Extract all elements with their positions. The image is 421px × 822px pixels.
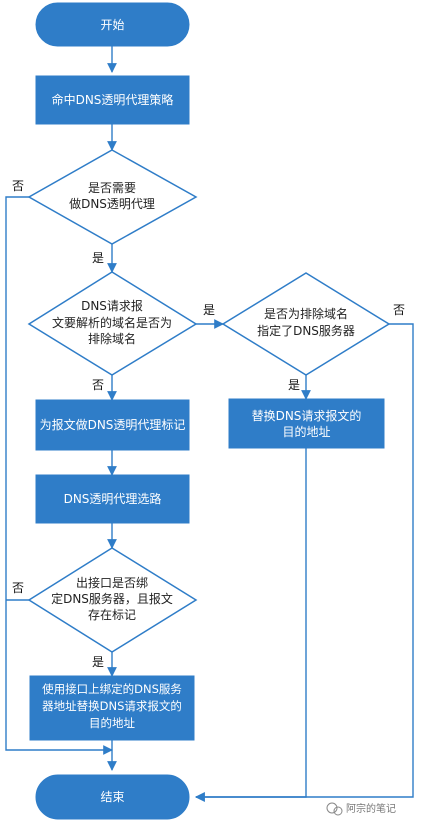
label-iface-bound-yes: 是 xyxy=(92,655,104,669)
domain-excluded-decision: DNS请求报 文要解析的域名是否为 排除域名 xyxy=(27,271,198,376)
wechat-icon xyxy=(326,802,338,814)
use-iface-line-1: 使用接口上绑定的DNS服务 xyxy=(42,682,182,696)
use-iface-line-3: 目的地址 xyxy=(89,716,135,730)
edge-server-no xyxy=(195,323,414,802)
route-label: DNS透明代理选路 xyxy=(64,491,162,506)
hit-policy-label: 命中DNS透明代理策略 xyxy=(52,92,174,107)
label-need-proxy-yes: 是 xyxy=(92,251,104,265)
hit-policy-node: 命中DNS透明代理策略 xyxy=(35,75,190,125)
iface-bound-line-3: 存在标记 xyxy=(88,608,136,622)
mark-node: 为报文做DNS透明代理标记 xyxy=(35,399,190,451)
excluded-server-line-2: 指定了DNS服务器 xyxy=(257,323,355,338)
replace-dest-line-2: 目的地址 xyxy=(282,424,330,439)
start-node: 开始 xyxy=(35,2,190,47)
excluded-server-decision: 是否为排除域名 指定了DNS服务器 xyxy=(221,272,391,376)
domain-excluded-line-2: 文要解析的域名是否为 xyxy=(52,315,172,330)
need-proxy-decision: 是否需要 做DNS透明代理 xyxy=(27,149,198,245)
end-label: 结束 xyxy=(100,790,124,804)
use-iface-server-node: 使用接口上绑定的DNS服务 器地址替换DNS请求报文的 目的地址 xyxy=(29,675,195,741)
edge-need-no xyxy=(5,196,113,755)
excluded-server-line-1: 是否为排除域名 xyxy=(264,306,348,321)
watermark-text: 阿宗的笔记 xyxy=(346,802,396,815)
domain-excluded-line-1: DNS请求报 xyxy=(81,298,143,313)
replace-dest-line-1: 替换DNS请求报文的 xyxy=(252,408,362,423)
label-iface-bound-no: 否 xyxy=(12,581,24,595)
label-domain-excluded-yes: 是 xyxy=(203,303,215,317)
end-node: 结束 xyxy=(35,774,190,820)
edges xyxy=(5,46,414,802)
iface-bound-line-2: 定DNS服务器，且报文 xyxy=(51,591,173,606)
watermark: 阿宗的笔记 xyxy=(326,802,396,816)
start-label: 开始 xyxy=(100,18,124,32)
label-domain-excluded-no: 否 xyxy=(92,378,104,392)
route-node: DNS透明代理选路 xyxy=(35,474,190,524)
label-need-proxy-no: 否 xyxy=(12,179,24,193)
mark-label: 为报文做DNS透明代理标记 xyxy=(40,417,186,432)
iface-bound-decision: 出接口是否绑 定DNS服务器，且报文 存在标记 xyxy=(27,547,198,653)
domain-excluded-line-3: 排除域名 xyxy=(88,331,136,346)
label-excluded-server-yes: 是 xyxy=(288,378,300,392)
wechat-icon-bubble xyxy=(333,806,343,816)
replace-dest-node: 替换DNS请求报文的 目的地址 xyxy=(228,398,385,449)
need-proxy-line-1: 是否需要 xyxy=(88,181,136,195)
label-excluded-server-no: 否 xyxy=(393,303,405,317)
edge-replace-to-end xyxy=(195,448,307,802)
iface-bound-line-1: 出接口是否绑 xyxy=(76,575,148,590)
use-iface-line-2: 器地址替换DNS请求报文的 xyxy=(42,699,182,713)
need-proxy-line-2: 做DNS透明代理 xyxy=(69,196,155,211)
